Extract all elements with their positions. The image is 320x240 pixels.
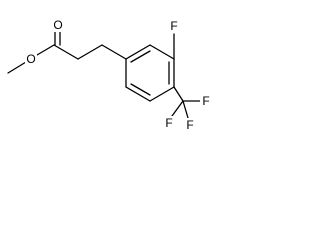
- atom-label-carbonyl-oxygen: O: [52, 18, 64, 32]
- ring-double-bond-inner-1: [130, 50, 151, 63]
- ring-bond-c1-c2: [125, 44, 151, 60]
- atom-label-cf3-fluorine-bottom-left: F: [163, 116, 175, 130]
- atom-label-cf3-fluorine-right: F: [200, 94, 212, 108]
- ring-bond-c4-c5: [149, 86, 175, 102]
- chemical-structure-diagram: F O O F F F: [7, 18, 212, 132]
- bond-ring-to-cf3: [173, 86, 184, 102]
- benzene-ring: [125, 44, 175, 102]
- bond-carbonyl-to-ether-o: [36, 44, 55, 56]
- atom-label-cf3-fluorine-bottom-right: F: [184, 118, 196, 132]
- fluorine-top-text: F: [170, 19, 177, 33]
- bond-ether-o-to-methyl: [7, 61, 27, 74]
- cf3-fluorine-bottom-right-text: F: [186, 118, 193, 132]
- cf3-fluorine-right-text: F: [202, 94, 209, 108]
- atom-label-ether-oxygen: O: [25, 52, 37, 66]
- ring-bond-c2-c3: [149, 44, 175, 60]
- structure-canvas: F O O F F F: [0, 0, 229, 147]
- bond-ring-to-ch2: [101, 44, 127, 60]
- bond-cf3-to-f-bottom-right: [182, 100, 189, 119]
- ring-double-bond-inner-3: [130, 83, 151, 96]
- propanoate-chain: [7, 29, 127, 74]
- carbonyl-oxygen-text: O: [53, 18, 62, 32]
- ether-oxygen-text: O: [26, 52, 35, 66]
- bond-ch2-to-carbonyl: [53, 44, 79, 60]
- atom-label-fluorine-top: F: [168, 19, 180, 33]
- cf3-fluorine-bottom-left-text: F: [165, 116, 172, 130]
- trifluoromethyl-group: [171, 86, 201, 119]
- bond-cf3-to-f-bottom-left: [171, 100, 184, 117]
- bond-ch2-to-ch2: [77, 44, 103, 60]
- ring-bond-c5-c6: [125, 86, 151, 102]
